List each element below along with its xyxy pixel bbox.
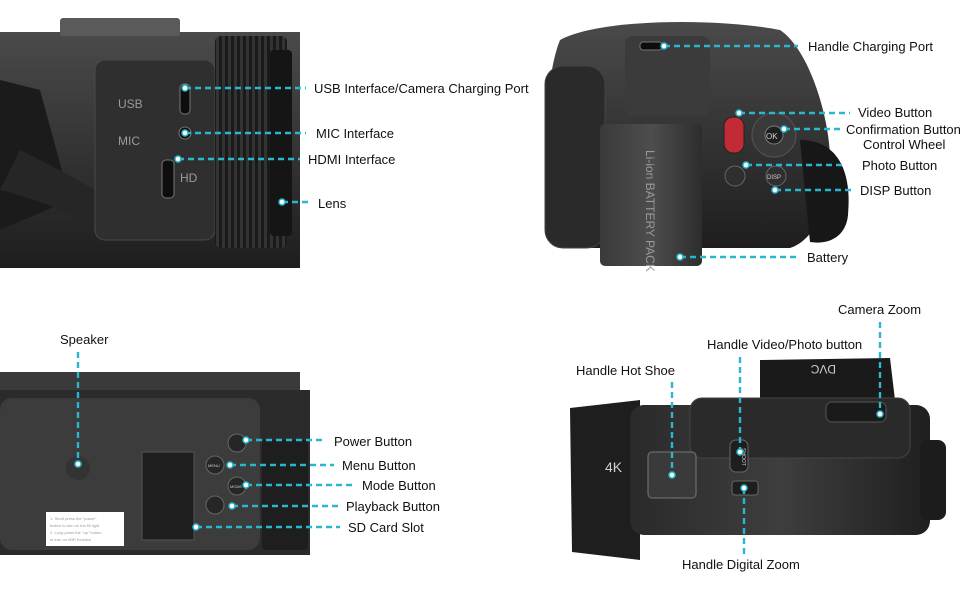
battery-shape — [600, 124, 702, 266]
instruction-line-3: 2. Long press the "up" button — [50, 530, 102, 535]
sd-card-slot-label: SD Card Slot — [348, 520, 424, 535]
brand-print: 4K — [605, 459, 623, 475]
top-strap — [760, 358, 895, 400]
power-button-shape — [227, 433, 247, 453]
side-battery — [262, 440, 308, 550]
photo-button-shape — [724, 165, 746, 187]
mic-dot — [181, 129, 189, 137]
video-button-label: Video Button — [858, 105, 932, 120]
battery-dot — [676, 253, 684, 261]
disp-button-label: DISP Button — [860, 183, 931, 198]
handle-video-photo-label: Handle Video/Photo button — [707, 337, 862, 352]
side-view-panel: USB MIC HD USB Interface/Camera Charging… — [0, 18, 529, 268]
disp-print: DISP — [767, 175, 781, 181]
mode-print: MODE — [230, 484, 242, 489]
side-top-edge — [60, 18, 180, 36]
hot-shoe-label: Handle Hot Shoe — [576, 363, 675, 378]
ok-print: OK — [766, 132, 778, 141]
mode-dot — [242, 481, 250, 489]
hdmi-dot — [174, 155, 182, 163]
speaker-dot — [74, 460, 82, 468]
menu-button-shape — [205, 455, 225, 475]
playback-button-shape — [205, 495, 225, 515]
handle-mount — [625, 36, 710, 116]
sd-door — [141, 451, 195, 541]
video-button-dot — [735, 109, 743, 117]
menu-button-label: Menu Button — [342, 458, 416, 473]
lcd-hinge — [544, 65, 606, 249]
top-view-panel: DVC SHOOT 4K Camera Zoom Handle Video/Ph… — [570, 302, 946, 572]
instruction-line-1: 1. Short press the "power" — [50, 516, 97, 521]
instruction-sticker — [46, 512, 124, 546]
power-dot — [242, 436, 250, 444]
battery-print: Li-ion BATTERY PACK — [643, 150, 657, 272]
playback-button-label: Playback Button — [346, 499, 440, 514]
sd-dot — [192, 523, 200, 531]
usb-port-label: USB Interface/Camera Charging Port — [314, 81, 529, 96]
handle-video-photo-dot — [736, 448, 744, 456]
strap-print: DVC — [810, 362, 836, 376]
speaker-label: Speaker — [60, 332, 109, 347]
control-wheel-label: Control Wheel — [863, 137, 945, 152]
confirmation-dot — [780, 125, 788, 133]
back-view-panel: Li-ion BATTERY PACK OK DISP Handle Charg… — [544, 21, 961, 272]
video-button-shape — [723, 116, 745, 154]
battery-label: Battery — [807, 250, 849, 265]
ok-button-shape — [764, 125, 784, 145]
usb-print: USB — [118, 97, 143, 111]
mode-button-label: Mode Button — [362, 478, 436, 493]
camera-zoom-dot — [876, 410, 884, 418]
zoom-lever-shape — [825, 401, 887, 423]
digital-zoom-label: Handle Digital Zoom — [682, 557, 800, 572]
photo-button-label: Photo Button — [862, 158, 937, 173]
menu-dot — [226, 461, 234, 469]
lens-dot — [278, 198, 286, 206]
lens-label: Lens — [318, 196, 347, 211]
eyepiece-top — [920, 440, 946, 520]
confirmation-button-label: Confirmation Button — [846, 122, 961, 137]
power-button-label: Power Button — [334, 434, 412, 449]
handle-charging-port-label: Handle Charging Port — [808, 39, 933, 54]
instruction-line-2: button to turn on the fill light — [50, 523, 100, 528]
lens-hood — [570, 400, 640, 560]
hdmi-label: HDMI Interface — [308, 152, 395, 167]
usb-dot — [181, 84, 189, 92]
speaker-grille-shape — [66, 456, 90, 480]
handle-charging-port-shape — [639, 41, 663, 51]
disp-button-dot — [771, 186, 779, 194]
usb-port-shape — [179, 83, 191, 115]
hd-print: HD — [180, 171, 198, 185]
mic-print: MIC — [118, 134, 140, 148]
mic-label: MIC Interface — [316, 126, 394, 141]
menu-print: MENU — [208, 463, 220, 468]
hdmi-port-shape — [161, 159, 175, 199]
screen-view-panel: 1. Short press the "power" button to tur… — [0, 332, 440, 555]
photo-button-dot — [742, 161, 750, 169]
lens-front — [270, 50, 292, 236]
hot-shoe-dot — [668, 471, 676, 479]
digital-zoom-dot — [740, 484, 748, 492]
instruction-line-4: to turn on WiFi function — [50, 537, 91, 542]
shoot-print: SHOOT — [740, 448, 746, 466]
playback-dot — [228, 502, 236, 510]
handle-charging-dot — [660, 42, 668, 50]
camera-zoom-label: Camera Zoom — [838, 302, 921, 317]
